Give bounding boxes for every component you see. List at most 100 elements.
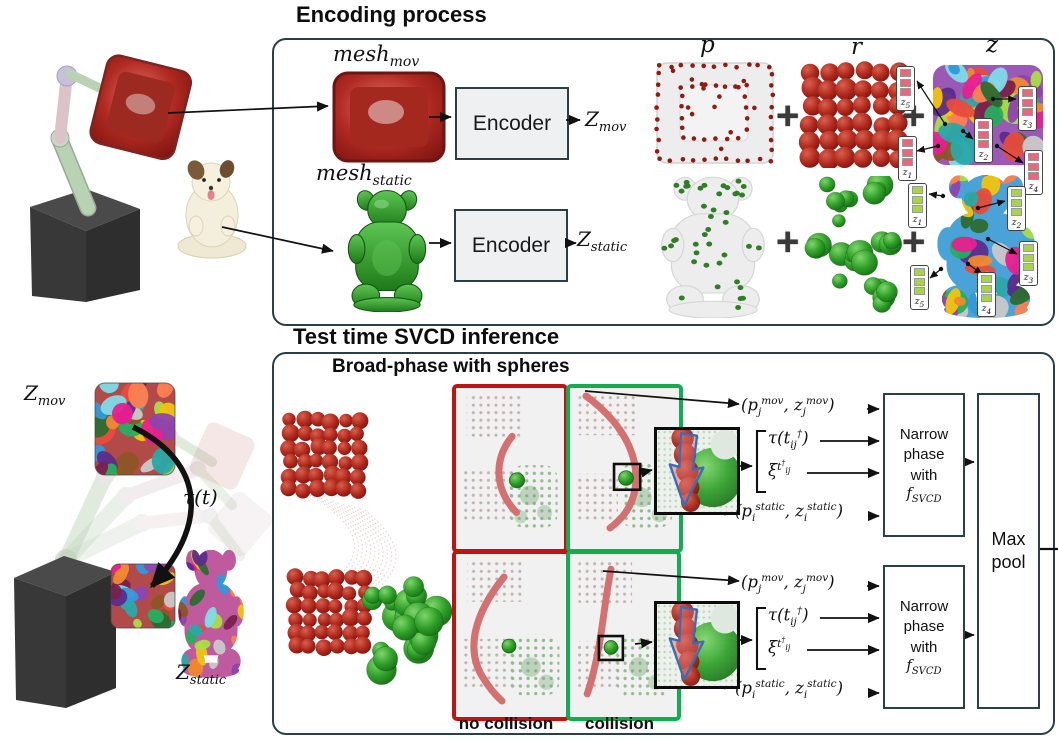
latent-tag: z5: [896, 66, 915, 111]
max-pool-box: Max pool: [977, 393, 1040, 709]
tag-swatch: [1011, 198, 1022, 207]
collision-zoom-inset-bottom: [654, 601, 740, 689]
max-pool-line: Max: [991, 528, 1026, 549]
tag-swatch: [1022, 98, 1033, 107]
fsvcd-label: fSVCD: [906, 485, 942, 505]
tag-swatch: [900, 88, 911, 96]
r-label: r: [851, 34, 862, 60]
z-static-label: Zstatic: [577, 227, 628, 255]
tag-swatch: [902, 158, 913, 166]
p-label: p: [700, 32, 715, 58]
xi-row2: ξt†ij: [768, 635, 791, 657]
latent-scene-illustration: [14, 382, 272, 708]
collision-label: collision: [585, 714, 654, 733]
tag-swatch: [900, 78, 911, 87]
trajectory-arrow: [131, 424, 194, 589]
plus-sign: +: [902, 220, 926, 264]
tag-label: z4: [1028, 181, 1039, 194]
narrow-phase-box-2: Narrow phase with fSVCD: [883, 565, 965, 709]
tag-label: z3: [1022, 117, 1033, 130]
tag-swatch: [1023, 244, 1034, 252]
tag-label: z1: [912, 214, 923, 227]
tag-swatch: [1028, 162, 1039, 171]
tag-label: z2: [978, 149, 989, 162]
broadphase-clusters-illustration: [280, 410, 453, 685]
latent-tag: z2: [1007, 186, 1026, 231]
mesh-mov-image: [332, 71, 446, 163]
plus-sign: +: [776, 220, 800, 264]
encoding-title: Encoding process: [296, 2, 487, 27]
narrow-line: with: [910, 638, 938, 656]
tag-label: z3: [1023, 272, 1034, 285]
latent-tag: z5: [910, 265, 929, 310]
plus-sign: +: [776, 94, 800, 138]
panel-no-collision-top: [452, 384, 568, 553]
tag-swatch: [914, 277, 925, 286]
collision-zoom-inset-top: [654, 427, 740, 515]
points-p-image: [654, 62, 776, 164]
spheres-r-image: [799, 61, 909, 168]
max-pool-line: pool: [991, 552, 1026, 572]
tag-swatch: [1011, 208, 1022, 216]
tau-row1: τ(tij†): [768, 428, 809, 451]
tau-row2: τ(tij†): [768, 605, 809, 628]
tag-swatch: [1022, 89, 1033, 97]
tag-swatch: [981, 284, 992, 293]
tag-swatch: [978, 130, 989, 139]
tag-swatch: [981, 275, 992, 283]
tag-swatch: [914, 287, 925, 295]
tag-swatch: [1028, 153, 1039, 161]
latent-tag: z4: [977, 272, 996, 317]
red-tray: [89, 54, 193, 160]
tag-swatch: [900, 69, 911, 77]
pedestal-ghost: [14, 556, 116, 708]
latent-tag: z1: [898, 136, 917, 181]
narrow-line: with: [910, 466, 938, 484]
latent-tag: z3: [1018, 86, 1037, 131]
robot-scene-illustration: [30, 54, 247, 302]
panel-no-collision-bottom: [452, 550, 570, 721]
mov-tuple-row2: (pjmov, zjmov): [741, 572, 835, 595]
tag-label: z2: [1011, 217, 1022, 230]
penetration-arrow-icon: [668, 606, 705, 681]
spheres-r-static-image: [804, 176, 903, 313]
mov-tuple-row1: (pjmov, zjmov): [741, 395, 835, 418]
z-mov-label: Zmov: [585, 107, 627, 135]
static-tuple-row1: (pistatic, zistatic): [735, 501, 843, 524]
tag-swatch: [1022, 108, 1033, 116]
xi-row1: ξt†ij: [768, 458, 791, 480]
latent-tag: z4: [1024, 150, 1043, 195]
encoder-box-mov: Encoder: [455, 87, 569, 160]
dog-figurine: [177, 160, 247, 259]
inference-title: Test time SVCD inference: [293, 324, 560, 349]
tag-swatch: [914, 268, 925, 276]
no-collision-label: no collision: [458, 714, 554, 733]
narrow-line: phase: [903, 446, 945, 464]
tag-swatch: [912, 205, 923, 213]
narrow-line: phase: [903, 618, 945, 636]
fsvcd-label: fSVCD: [906, 657, 942, 677]
tag-swatch: [912, 195, 923, 204]
narrow-line: Narrow: [899, 426, 949, 444]
tag-swatch: [978, 140, 989, 148]
mesh-static-image: [347, 189, 427, 312]
scene-tau-label: τ(t): [183, 485, 218, 509]
tag-swatch: [1028, 172, 1039, 180]
narrow-phase-box-1: Narrow phase with fSVCD: [883, 393, 965, 537]
tag-swatch: [902, 148, 913, 157]
tag-swatch: [912, 186, 923, 194]
tag-swatch: [981, 294, 992, 302]
tag-swatch: [902, 139, 913, 147]
scene-z-static-label: Zstatic: [176, 660, 227, 688]
encoder-label: Encoder: [472, 111, 552, 135]
tag-swatch: [978, 121, 989, 129]
narrow-line: Narrow: [899, 598, 949, 616]
encoder-box-static: Encoder: [454, 209, 568, 282]
latent-tag: z1: [908, 183, 927, 228]
encoder-label: Encoder: [471, 233, 551, 257]
latent-cube-mov: [95, 383, 175, 475]
static-tuple-row2: (pistatic, zistatic): [735, 678, 843, 701]
latent-tag: z2: [974, 118, 993, 163]
z-label: z: [986, 32, 999, 58]
broad-phase-title: Broad-phase with spheres: [332, 356, 570, 377]
